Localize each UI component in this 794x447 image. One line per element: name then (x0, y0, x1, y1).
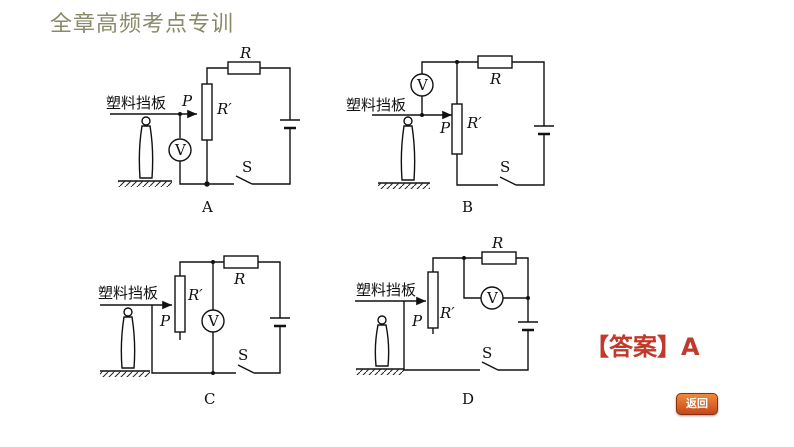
resistor-label: R (239, 44, 251, 62)
circuit-b (372, 55, 554, 189)
switch-label: S (238, 346, 248, 364)
switch-label: S (482, 344, 492, 362)
voltmeter-label: V (486, 289, 499, 307)
slider-label: P (439, 119, 451, 137)
resistor-label: R (233, 270, 245, 288)
answer-text: 【答案】A (585, 333, 700, 361)
resistor-label: R (489, 70, 501, 88)
circuit-c (100, 255, 290, 377)
slider-label: P (411, 312, 423, 330)
person-figure (378, 116, 430, 189)
rheostat-label: R′ (216, 100, 232, 118)
switch-label: S (242, 158, 252, 176)
option-d-label: D (462, 390, 474, 408)
person-figure (100, 307, 150, 377)
option-c-label: C (204, 390, 215, 408)
page-header: 全章高频考点专训 (50, 12, 235, 37)
shield-label: 塑料挡板 (106, 94, 166, 112)
shield-label: 塑料挡板 (356, 281, 416, 299)
switch-label: S (500, 158, 510, 176)
slider-label: P (159, 312, 171, 330)
shield-label: 塑料挡板 (98, 284, 158, 302)
shield-label: 塑料挡板 (346, 96, 406, 114)
voltmeter-label: V (416, 76, 429, 94)
circuit-d (355, 251, 538, 375)
rheostat-label: R′ (439, 304, 455, 322)
rheostat-label: R′ (466, 114, 482, 132)
rheostat-label: R′ (187, 286, 203, 304)
option-a-label: A (201, 198, 213, 216)
resistor-label: R (491, 234, 503, 252)
option-b-label: B (462, 198, 473, 216)
person-figure (118, 116, 172, 187)
slider-label: P (181, 92, 193, 110)
back-button[interactable]: 返回 (676, 393, 718, 415)
voltmeter-label: V (207, 312, 220, 330)
voltmeter-label: V (174, 141, 187, 159)
person-figure (356, 315, 404, 375)
circuit-a (110, 61, 300, 187)
